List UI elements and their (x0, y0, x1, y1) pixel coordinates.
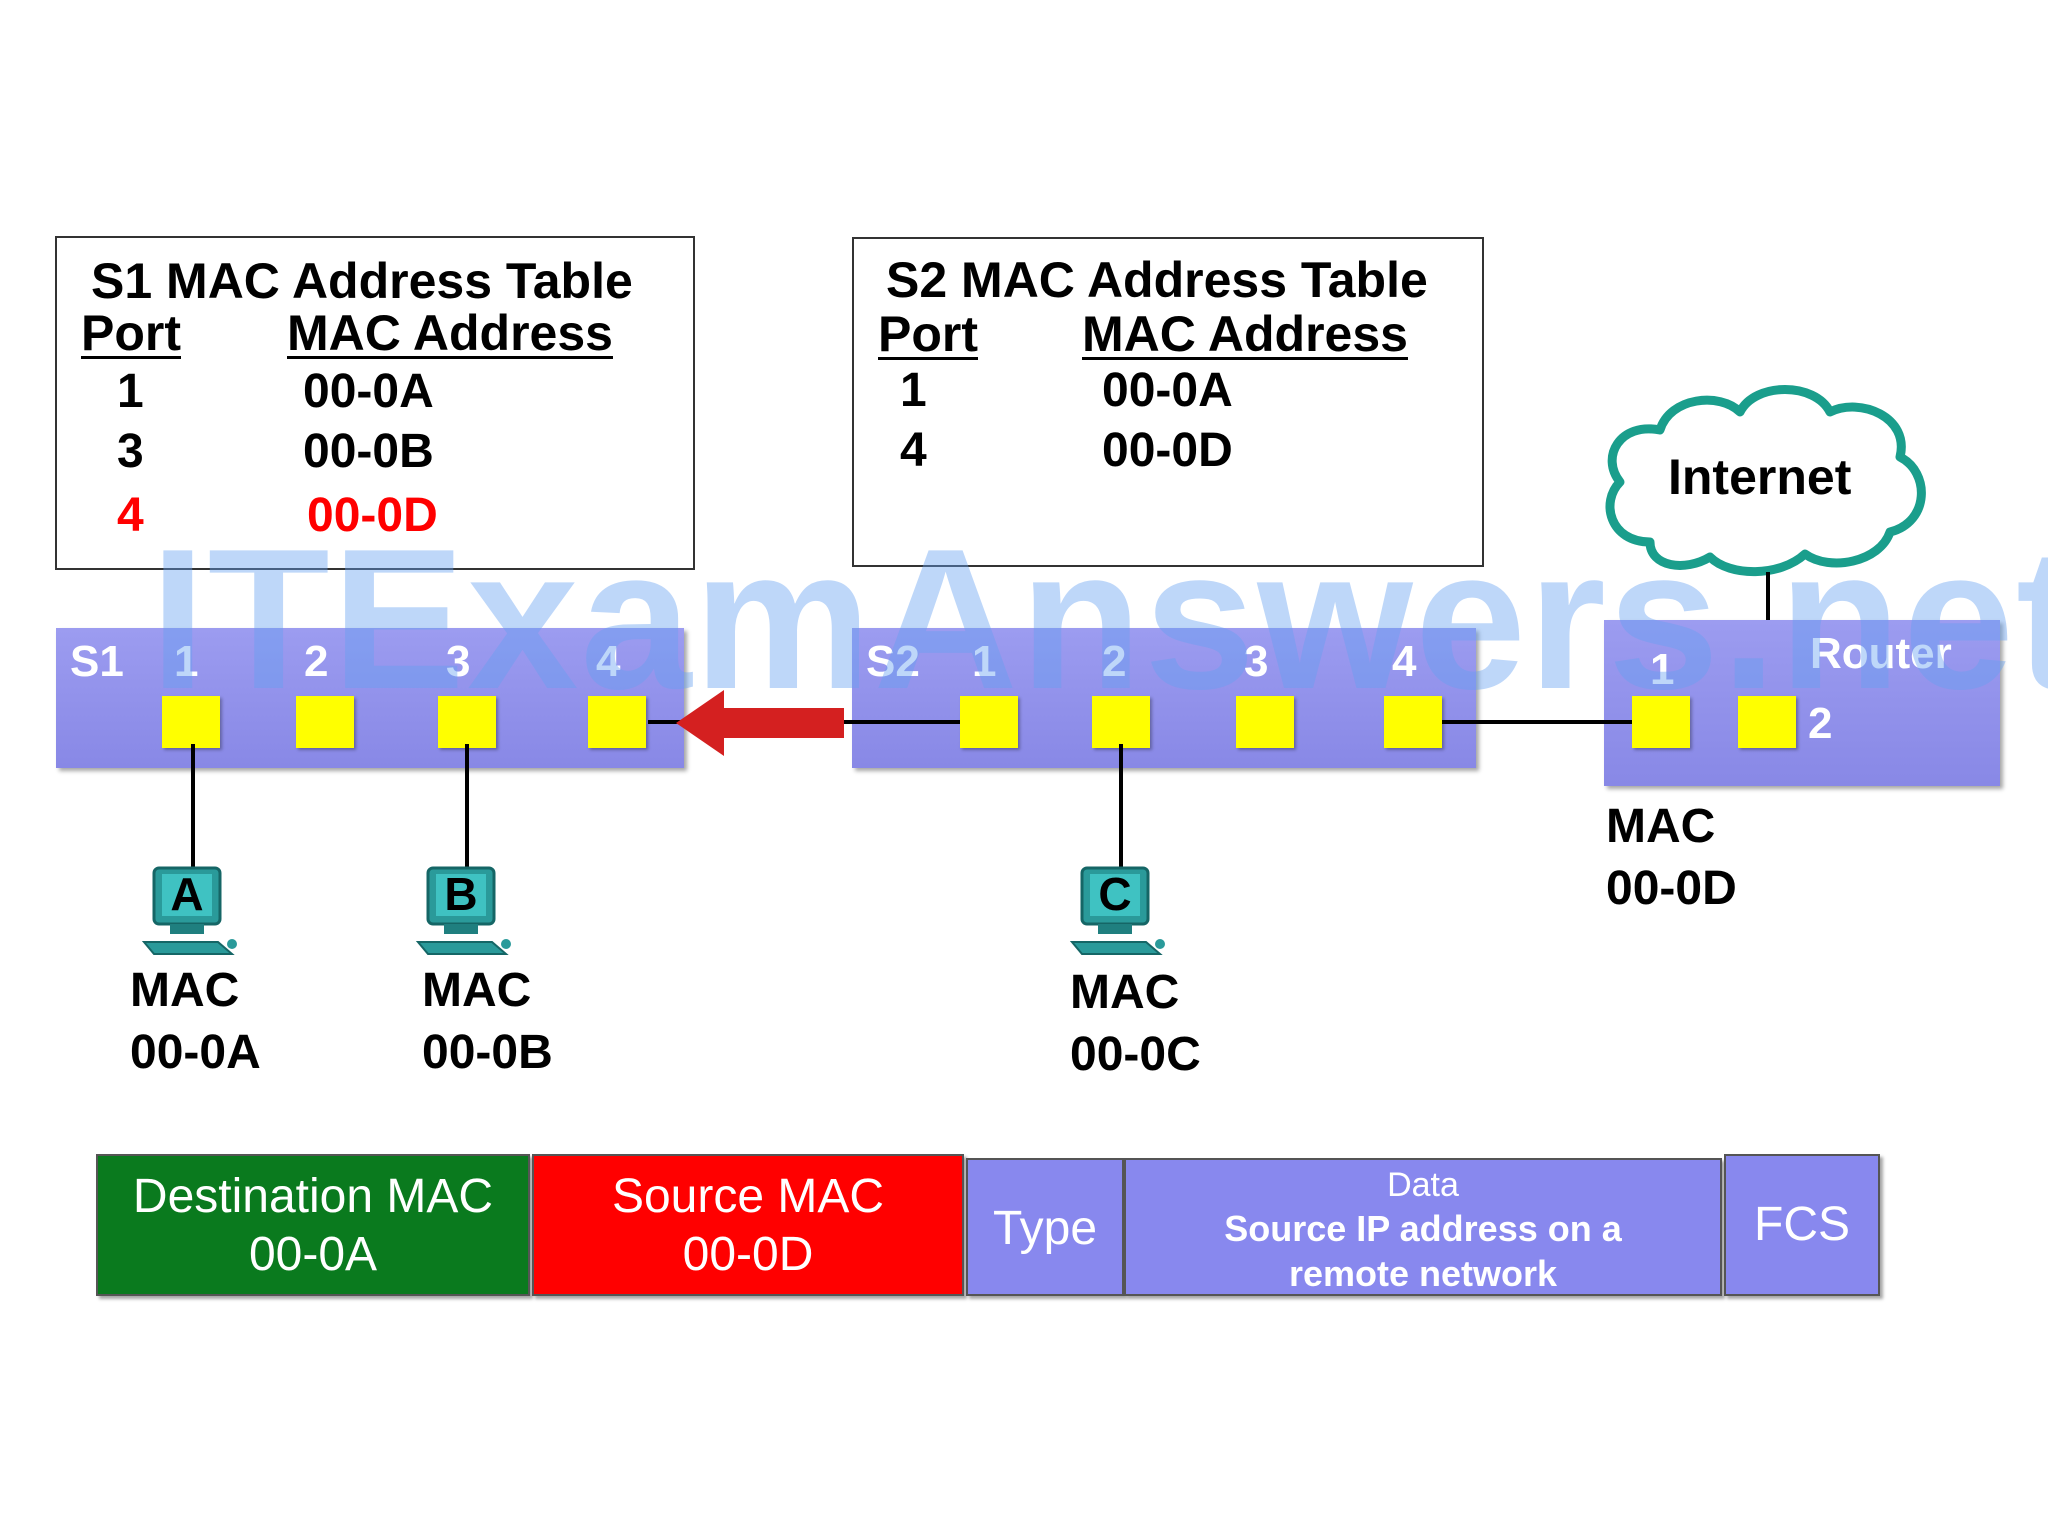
frame-data-line1: Source IP address on a (1224, 1208, 1622, 1249)
host-a: A (140, 866, 240, 958)
frame-data: Data Source IP address on a remote netwo… (1124, 1158, 1722, 1296)
s1-table-title: S1 MAC Address Table (91, 253, 633, 309)
frame-source-mac: Source MAC 00-0D (532, 1154, 964, 1296)
s1-row-port: 3 (117, 425, 144, 478)
s1-port-number: 3 (446, 637, 471, 686)
internet-label: Internet (1668, 449, 1852, 505)
router-port-1 (1632, 696, 1690, 748)
host-c: C (1068, 866, 1168, 958)
s2-row-port: 1 (900, 364, 927, 417)
host-a-letter: A (170, 868, 204, 920)
s1-port-number: 1 (174, 637, 199, 686)
s2-mac-header: MAC Address (1082, 306, 1408, 362)
host-c-mac-value: 00-0C (1070, 1028, 1201, 1081)
router-port-2 (1738, 696, 1796, 748)
computer-icon (415, 866, 511, 955)
router: Router 1 2 (1604, 620, 2000, 786)
s2-port2-host-c-link (1119, 744, 1123, 870)
router-port-number: 2 (1808, 699, 1833, 748)
host-c-mac: MAC 00-0C (1070, 962, 1201, 1086)
frame-data-label: Data (1387, 1166, 1459, 1204)
s1-port-number: 4 (596, 637, 621, 686)
s1-port-4 (588, 696, 646, 748)
frame-fcs: FCS (1724, 1154, 1880, 1296)
s2-port-4 (1384, 696, 1442, 748)
frame-destination-mac: Destination MAC 00-0A (96, 1154, 530, 1296)
host-a-mac-label: MAC (130, 964, 240, 1017)
s1-row-mac: 00-0B (303, 425, 434, 478)
s1-row-mac: 00-0A (303, 365, 434, 418)
s1-row-port: 1 (117, 365, 144, 418)
host-c-mac-label: MAC (1070, 966, 1180, 1019)
host-b-mac-value: 00-0B (422, 1026, 553, 1079)
host-a-mac-value: 00-0A (130, 1026, 261, 1079)
host-b-letter: B (444, 868, 478, 920)
s1-row-port-highlight: 4 (117, 489, 144, 542)
s1-port-1 (162, 696, 220, 748)
s1-mac-table: S1 MAC Address Table Port MAC Address 1 … (55, 236, 695, 570)
router-mac-label: MAC (1606, 800, 1716, 853)
frame-type-label: Type (992, 1202, 1098, 1255)
frame-data-line2: remote network (1288, 1253, 1558, 1294)
s1-port-3 (438, 696, 496, 748)
s2-port-header: Port (878, 306, 978, 362)
s1-port3-host-b-link (465, 744, 469, 870)
s2-port-2 (1092, 696, 1150, 748)
s2-row-mac: 00-0A (1102, 364, 1233, 417)
s2-mac-table: S2 MAC Address Table Port MAC Address 1 … (852, 237, 1484, 567)
s2-router-link (1442, 720, 1632, 724)
s1-port-number: 2 (304, 637, 329, 686)
watermark: ITExamAnswers.net (150, 508, 2048, 731)
s1-port-2 (296, 696, 354, 748)
switch-s1-label: S1 (70, 637, 124, 686)
computer-icon (1069, 866, 1165, 955)
s1-row-mac-highlight: 00-0D (307, 489, 438, 542)
switch-s2: S2 1 2 3 4 (852, 628, 1476, 768)
s2-port-1 (960, 696, 1018, 748)
computer-icon (141, 866, 237, 955)
s2-port-number: 3 (1244, 637, 1269, 686)
s2-table-title: S2 MAC Address Table (886, 252, 1428, 308)
s2-row-port: 4 (900, 424, 927, 477)
host-b-mac-label: MAC (422, 964, 532, 1017)
host-b-mac: MAC 00-0B (422, 960, 553, 1084)
router-port-number: 1 (1650, 645, 1675, 694)
frame-src-label: Source MAC (611, 1170, 885, 1223)
s2-port-3 (1236, 696, 1294, 748)
host-a-mac: MAC 00-0A (130, 960, 261, 1084)
frame-dest-label: Destination MAC (132, 1170, 494, 1223)
host-b: B (414, 866, 514, 958)
frame-dest-value: 00-0A (248, 1228, 378, 1281)
s2-row-mac: 00-0D (1102, 424, 1233, 477)
s2-port-number: 1 (972, 637, 997, 686)
internet-cloud-icon (1605, 385, 1926, 577)
frame-src-value: 00-0D (682, 1228, 814, 1281)
s2-port-number: 2 (1102, 637, 1127, 686)
s1-mac-header: MAC Address (287, 305, 613, 361)
switch-s2-label: S2 (866, 637, 920, 686)
frame-fcs-label: FCS (1754, 1198, 1850, 1251)
host-c-letter: C (1098, 868, 1132, 920)
router-mac-value: 00-0D (1606, 862, 1737, 915)
frame-type: Type (966, 1158, 1124, 1296)
s2-port-number: 4 (1392, 637, 1417, 686)
s1-port1-host-a-link (191, 744, 195, 870)
switch-s1: S1 1 2 3 4 (56, 628, 684, 768)
s1-port-header: Port (81, 305, 181, 361)
router-label: Router (1810, 629, 1952, 678)
router-mac: MAC 00-0D (1606, 796, 1737, 920)
arrow-left-icon (676, 690, 844, 756)
